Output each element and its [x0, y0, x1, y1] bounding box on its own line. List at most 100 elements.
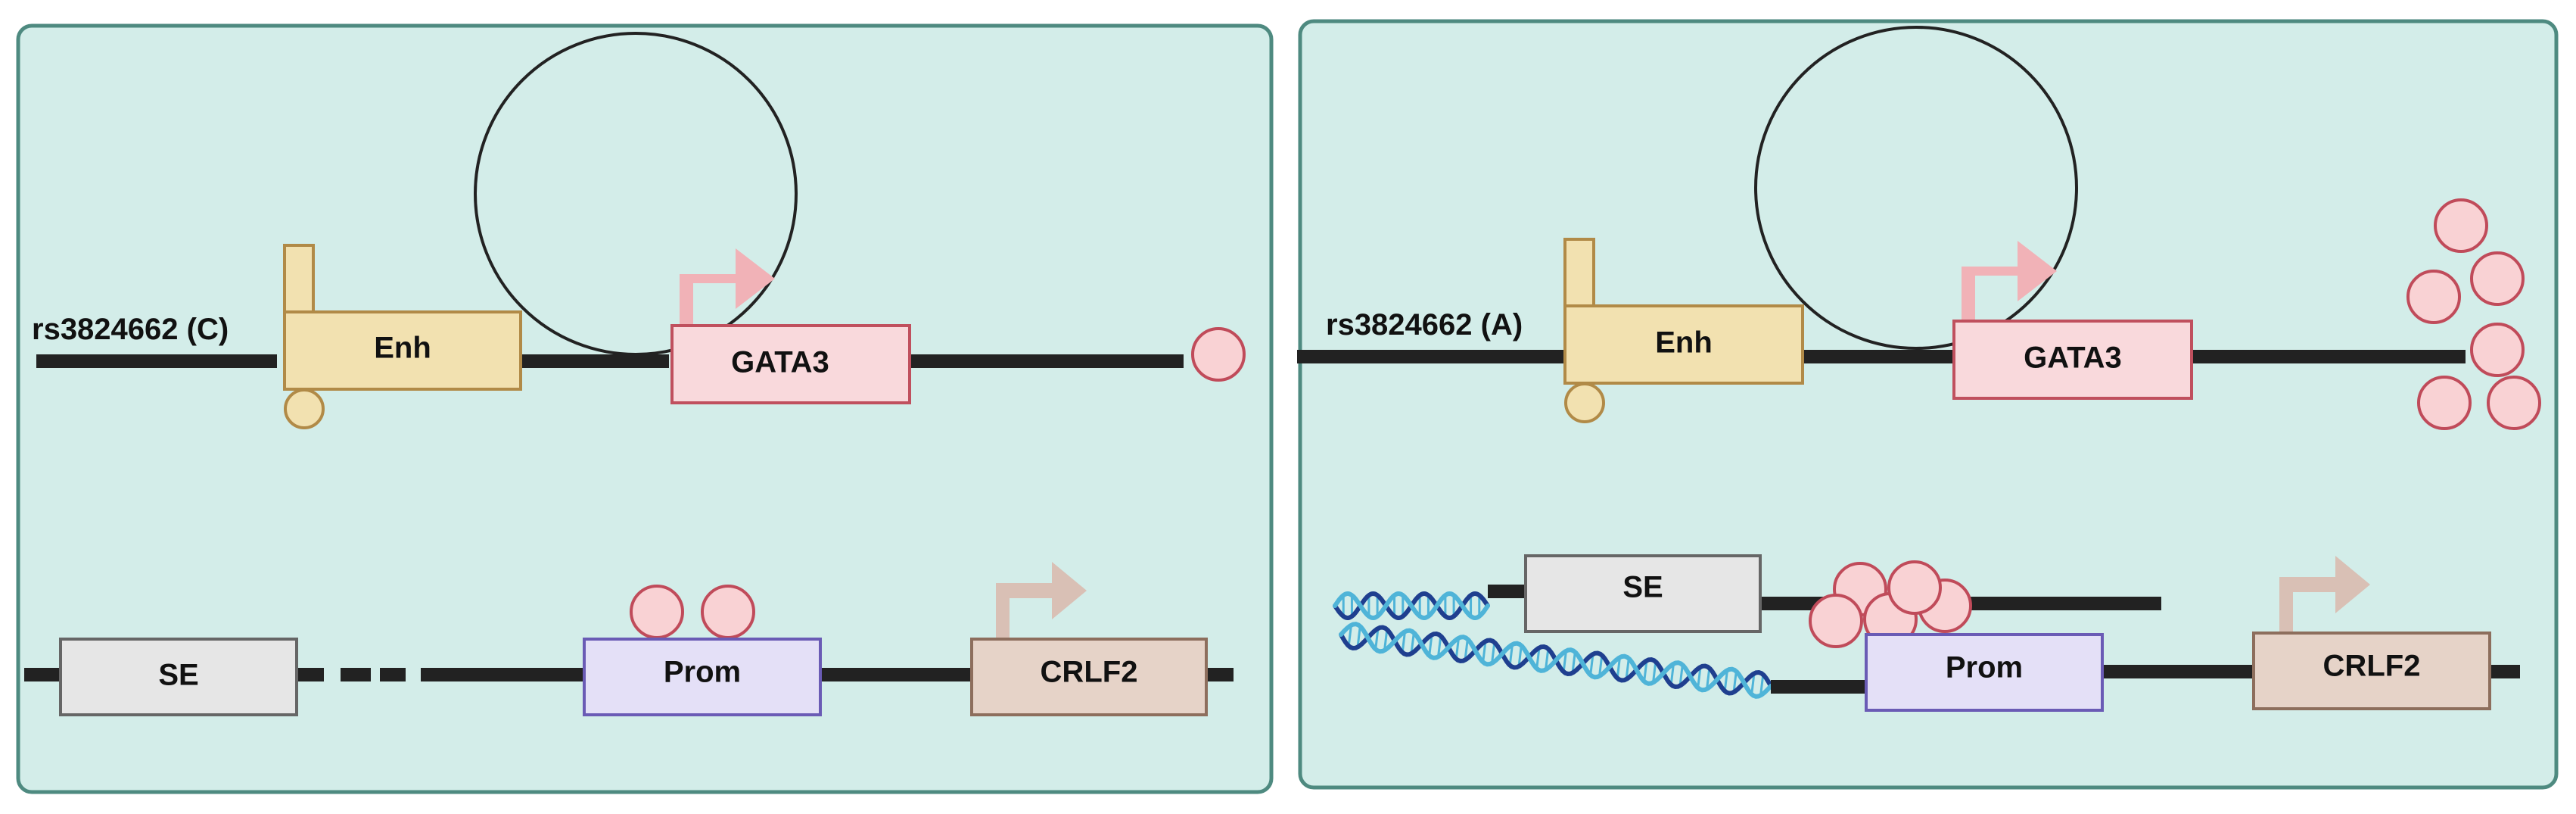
- dna-base-pair: [1669, 663, 1675, 685]
- super-enhancer-box: [59, 638, 298, 716]
- dna-base-pair: [1535, 647, 1541, 669]
- chromatin-line-top-a: [36, 354, 277, 368]
- snp-label: rs3824662 (C): [32, 313, 229, 346]
- promoter-box: [1865, 633, 2104, 712]
- dna-base-pair: [1562, 650, 1567, 672]
- enhancer-label: Enh: [1655, 326, 1713, 360]
- transcription-factor-icon: [701, 585, 755, 639]
- dna-base-pair: [1428, 635, 1433, 657]
- transcription-factor-icon: [2487, 376, 2541, 430]
- dna-base-pair: [1589, 653, 1594, 675]
- dna-helix-icon: [1333, 591, 1490, 621]
- dna-base-pair: [1652, 661, 1657, 683]
- dna-base-pair: [1697, 666, 1702, 688]
- chromatin-line-top-b: [1803, 350, 1954, 363]
- transcription-factor-cluster-bottom: [1809, 560, 1972, 648]
- enhancer-box: [283, 310, 522, 391]
- tss-arrow-icon: [2279, 556, 2370, 633]
- crlf2-label: CRLF2: [2323, 650, 2421, 683]
- transcription-factor-icon: [2434, 198, 2488, 253]
- transcription-factor-icon: [1191, 327, 1246, 382]
- dna-base-pair: [1454, 638, 1460, 660]
- dna-base-pair: [1482, 641, 1487, 663]
- dna-base-pair: [1383, 629, 1389, 651]
- promoter-label: Prom: [1946, 651, 2023, 685]
- chromatin-loop-icon: [1754, 26, 2078, 350]
- dna-base-pair: [1678, 664, 1684, 686]
- crlf2-gene-box: [2252, 632, 2491, 710]
- chromatin-line-bottom-b: [297, 668, 324, 681]
- promoter-box: [583, 638, 822, 716]
- chromatin-line-bottom-b: [2102, 665, 2254, 678]
- snp-label: rs3824662 (A): [1326, 308, 1523, 342]
- enhancer-tab: [1563, 238, 1595, 307]
- tss-arrow-icon: [680, 248, 775, 327]
- chromatin-gap-dash-2: [380, 668, 406, 681]
- gata3-gene-box: [670, 324, 911, 404]
- dna-base-pair: [1374, 628, 1380, 650]
- dna-base-pair: [1410, 632, 1415, 654]
- dna-base-pair: [1571, 651, 1576, 673]
- dna-base-pair: [1491, 642, 1496, 664]
- dna-base-pair: [1616, 657, 1621, 678]
- gata3-label: GATA3: [731, 346, 829, 379]
- dna-base-pair: [1545, 648, 1550, 670]
- chromatin-line-top-b: [521, 354, 669, 368]
- chromatin-line-top-c: [910, 354, 1184, 368]
- enhancer-box: [1563, 304, 1804, 385]
- enhancer-bead-icon: [1564, 382, 1605, 423]
- dna-base-pair: [1598, 655, 1604, 677]
- crlf2-gene-box: [970, 638, 1208, 716]
- super-enhancer-label: SE: [1622, 571, 1663, 604]
- dna-base-pair: [1437, 635, 1442, 657]
- transcription-factor-icon: [1809, 594, 1863, 648]
- crlf2-label: CRLF2: [1041, 656, 1138, 689]
- transcription-factor-icon: [1887, 560, 1942, 615]
- dna-strand: [1333, 591, 1490, 621]
- dna-base-pair: [1401, 631, 1406, 653]
- enhancer-label: Enh: [374, 332, 431, 365]
- chromatin-line-bottom-e: [1206, 668, 1234, 681]
- dna-base-pair: [1723, 669, 1728, 691]
- chromatin-line-se-a: [1488, 585, 1526, 598]
- chromatin-line-bottom-c: [421, 668, 584, 681]
- transcription-factor-icon: [2470, 323, 2525, 377]
- dna-base-pair: [1643, 660, 1648, 682]
- panel-right: rs3824662 (A) Enh GATA3 SE: [1297, 19, 2559, 790]
- dna-base-pair: [1508, 644, 1514, 666]
- dna-base-pair: [1625, 658, 1630, 680]
- transcription-factor-icon: [2406, 270, 2461, 324]
- gata3-gene-box: [1952, 320, 2193, 400]
- gata3-label: GATA3: [2024, 342, 2122, 375]
- super-enhancer-box: [1524, 554, 1762, 633]
- dna-base-pair: [1750, 673, 1756, 695]
- dna-base-pair: [1706, 668, 1711, 690]
- transcription-factor-icon: [2470, 251, 2525, 306]
- dna-base-pair: [1347, 625, 1352, 647]
- dna-base-pair: [1464, 638, 1469, 660]
- dna-base-pair: [1517, 645, 1523, 667]
- chromatin-line-bottom-d: [820, 668, 972, 681]
- transcription-factor-icon: [630, 585, 684, 639]
- dna-strand: [1339, 622, 1773, 699]
- dna-base-pair: [1759, 674, 1765, 696]
- chromatin-line-bottom-a: [1771, 680, 1866, 694]
- chromatin-line-top-c: [2192, 350, 2466, 363]
- dna-base-pair: [1356, 625, 1361, 647]
- tss-arrow-icon: [1962, 241, 2057, 323]
- chromatin-line-top-a: [1297, 350, 1565, 363]
- panel-left: rs3824662 (C) Enh GATA3 SE Prom CRLF2: [16, 23, 1274, 794]
- transcription-factor-cluster-top: [2406, 198, 2541, 430]
- promoter-label: Prom: [664, 656, 741, 689]
- dna-helix-icon: [1339, 622, 1773, 699]
- dna-base-pair: [1732, 671, 1738, 693]
- transcription-factor-icon: [2417, 376, 2472, 430]
- super-enhancer-label: SE: [158, 659, 198, 692]
- chromatin-gap-dash-1: [341, 668, 371, 681]
- panel-left-background: [16, 23, 1274, 794]
- enhancer-bead-icon: [284, 388, 325, 429]
- tss-arrow-icon: [996, 562, 1087, 639]
- chromatin-line-bottom-c: [2490, 665, 2520, 678]
